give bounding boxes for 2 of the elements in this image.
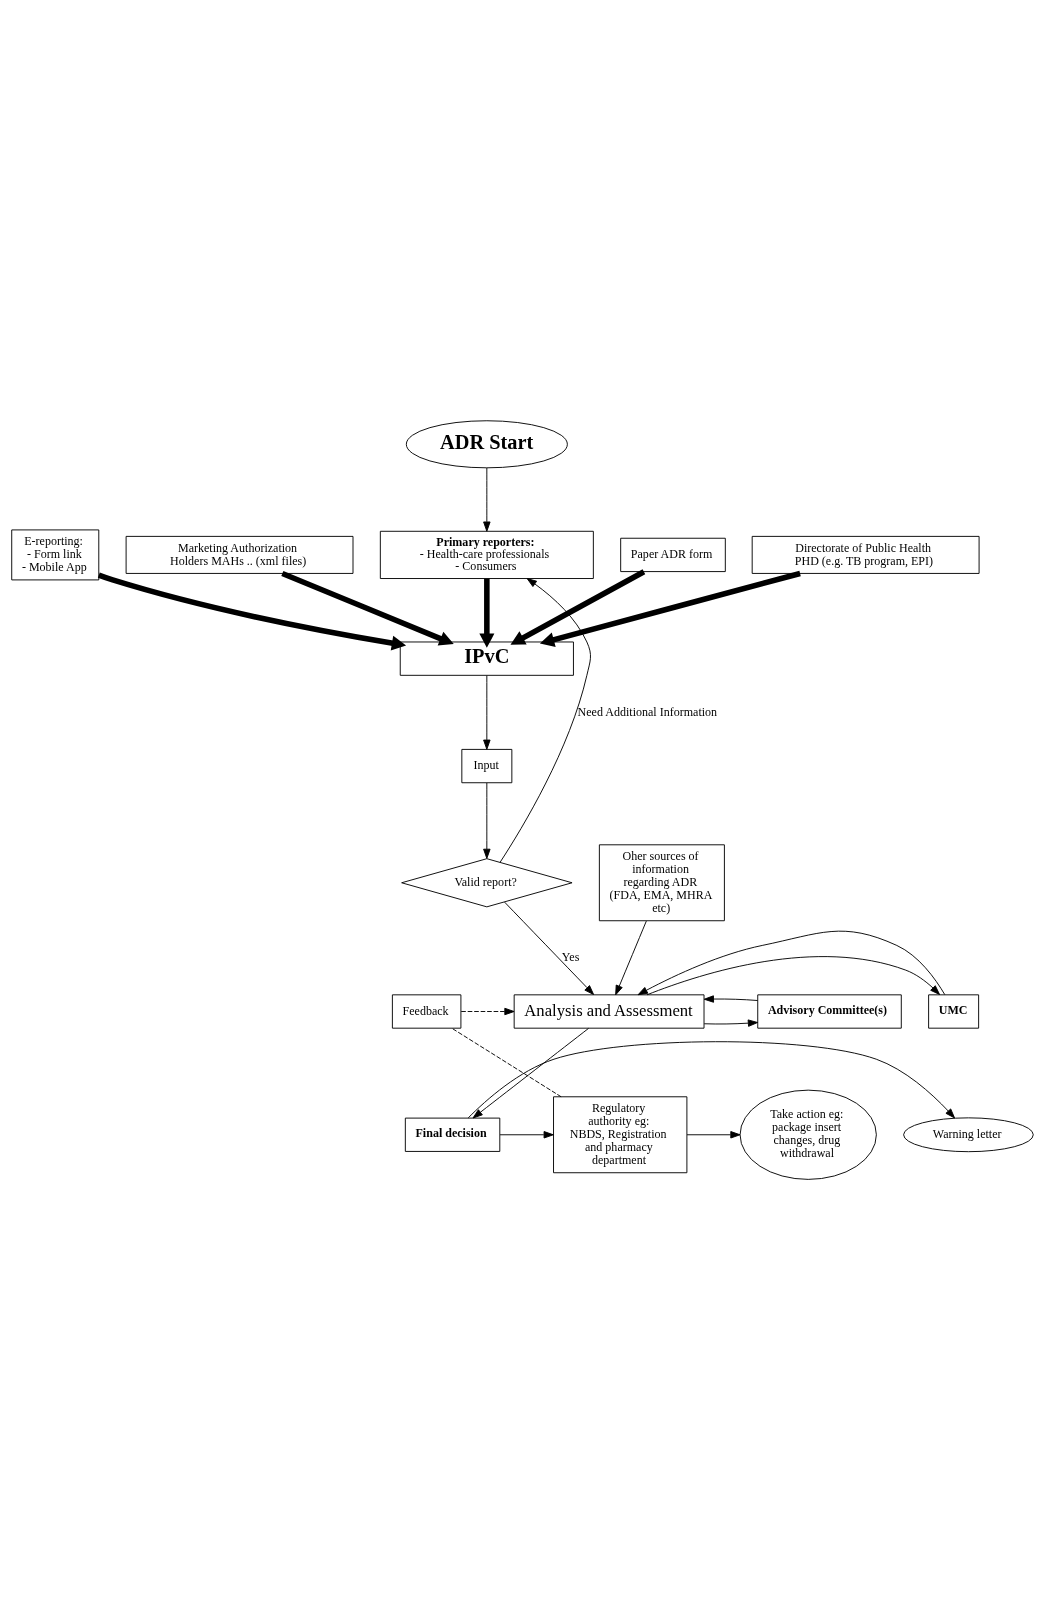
edge-label: Need Additional Information [577, 704, 718, 719]
edge-label: Yes [561, 949, 580, 964]
